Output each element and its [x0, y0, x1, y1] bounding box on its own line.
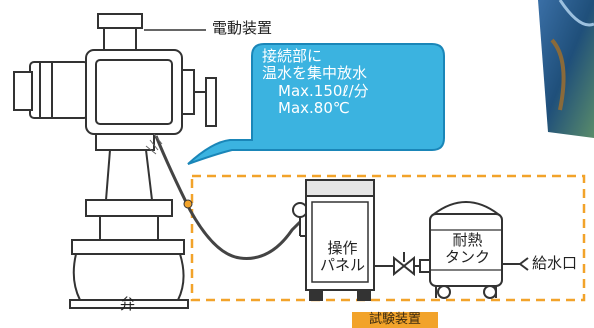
connecting-pipe	[374, 252, 435, 277]
valve-body	[72, 253, 185, 301]
motor-end	[13, 71, 33, 111]
panel-label-line1: 操作	[327, 239, 358, 257]
tank-label-line1: 耐熱	[452, 231, 483, 249]
nozzle	[183, 199, 193, 209]
valve-assembly	[13, 13, 217, 309]
photo-thumbnail	[538, 0, 594, 138]
gear-housing	[95, 133, 155, 151]
valve-label: 弁	[120, 295, 136, 313]
body-flange	[71, 239, 185, 255]
bonnet	[99, 215, 159, 241]
panel-header	[305, 179, 375, 197]
handwheel-mount	[181, 69, 195, 115]
actuator-cap	[97, 13, 143, 29]
water-inlet-label: 給水口	[532, 254, 578, 272]
test-equipment-frame	[190, 174, 586, 302]
tank-lid	[430, 201, 502, 215]
callout-text: 接続部に 温水を集中放水 Max.150ℓ/分 Max.80℃	[262, 47, 442, 148]
callout-spec-temp: Max.80℃	[278, 98, 350, 117]
motor-body	[29, 61, 89, 119]
yoke	[104, 149, 154, 201]
panel-label: 操作 パネル	[320, 240, 365, 273]
spray-lines	[145, 133, 163, 155]
test-equipment-badge: 試験装置	[352, 312, 438, 328]
pressure-gauge	[292, 202, 308, 218]
tank-label-line2: タンク	[445, 247, 491, 266]
valve-base	[69, 299, 189, 309]
tank-body	[429, 213, 503, 287]
actuator-box	[85, 49, 183, 135]
tank-label: 耐熱 タンク	[445, 232, 490, 265]
handwheel	[205, 77, 217, 127]
hose	[154, 135, 302, 260]
inlet-arrow-icon	[519, 257, 529, 271]
actuator-label: 電動装置	[212, 19, 273, 37]
panel-label-line2: パネル	[320, 255, 366, 274]
operation-panel	[305, 179, 375, 301]
callout-line2: 温水を集中放水	[262, 64, 368, 83]
callout-bubble	[187, 43, 445, 165]
bonnet-flange	[85, 199, 173, 217]
callout-line1: 接続部に	[262, 47, 323, 65]
panel-cabinet	[305, 179, 375, 291]
callout-spec-flow: Max.150ℓ/分	[278, 81, 369, 100]
heat-resistant-tank	[429, 201, 503, 299]
